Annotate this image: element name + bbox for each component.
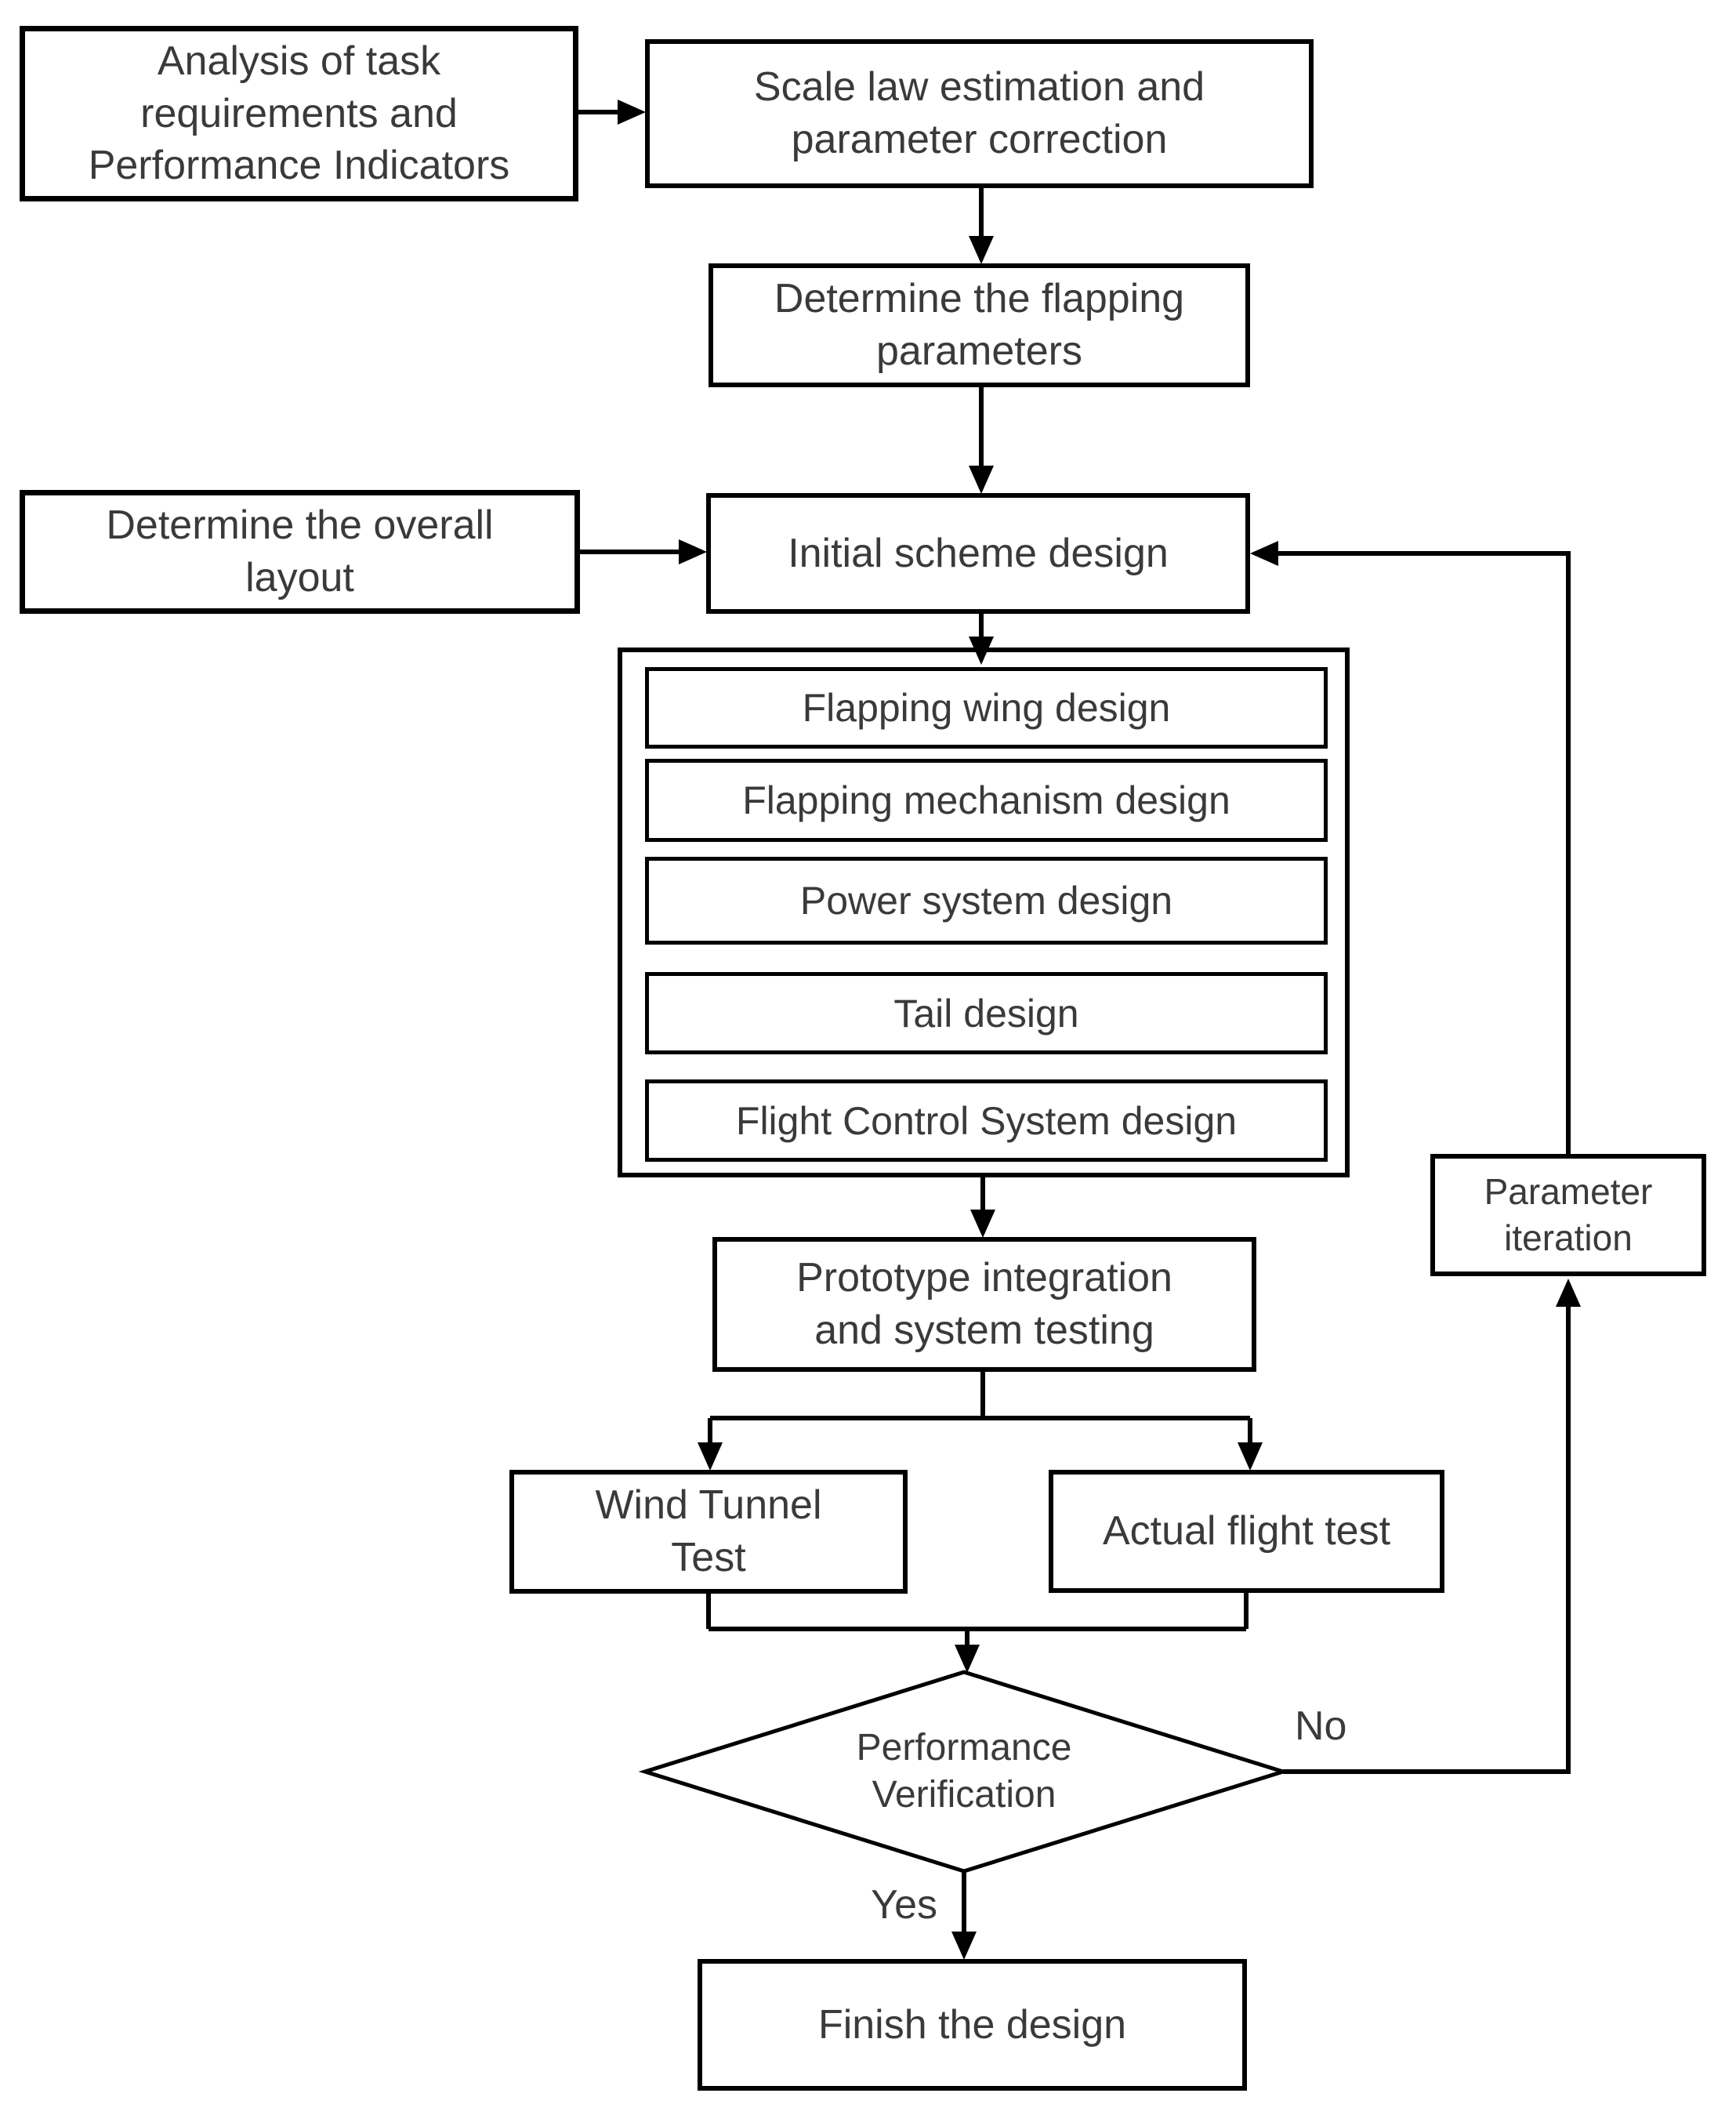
- node-flapping-mechanism-design-label: Flapping mechanism design: [742, 778, 1230, 822]
- node-flapping-wing-design: Flapping wing design: [645, 667, 1328, 749]
- node-initial-scheme-design-label: Initial scheme design: [788, 530, 1169, 576]
- node-prototype-integration: Prototype integration and system testing: [712, 1237, 1256, 1372]
- node-tail-design-label: Tail design: [893, 991, 1079, 1036]
- node-flight-control-system-design-label: Flight Control System design: [735, 1098, 1238, 1143]
- design-group-frame: [618, 648, 1350, 1177]
- node-parameter-iteration-label: Parameter iteration: [1484, 1171, 1653, 1258]
- node-initial-scheme-design: Initial scheme design: [706, 493, 1250, 614]
- node-power-system-design: Power system design: [645, 857, 1328, 945]
- node-flapping-mechanism-design: Flapping mechanism design: [645, 759, 1328, 842]
- node-determine-overall-layout-label: Determine the overall layout: [106, 502, 494, 600]
- decision-diamond: [638, 1670, 1290, 1874]
- node-parameter-iteration: Parameter iteration: [1430, 1154, 1706, 1276]
- connector-prototype-split-bar: [710, 1372, 1250, 1420]
- node-wind-tunnel-test: Wind Tunnel Test: [509, 1470, 908, 1594]
- node-tail-design: Tail design: [645, 972, 1328, 1054]
- node-determine-flapping-parameters: Determine the flapping parameters: [709, 263, 1250, 387]
- node-analysis-of-task-label: Analysis of task requirements and Perfor…: [88, 38, 510, 189]
- node-flight-control-system-design: Flight Control System design: [645, 1079, 1328, 1162]
- node-performance-verification-label: Performance Verification: [856, 1727, 1072, 1816]
- connector-tests-merge-bar: [706, 1593, 1249, 1631]
- node-wind-tunnel-test-label: Wind Tunnel Test: [595, 1482, 822, 1580]
- edge-label-yes: Yes: [871, 1882, 937, 1928]
- node-flapping-wing-design-label: Flapping wing design: [802, 686, 1171, 730]
- edge-label-no: No: [1295, 1703, 1347, 1749]
- node-determine-overall-layout: Determine the overall layout: [20, 490, 580, 614]
- node-finish-the-design: Finish the design: [698, 1959, 1247, 2091]
- node-power-system-design-label: Power system design: [799, 879, 1173, 923]
- node-scale-law-estimation-label: Scale law estimation and parameter corre…: [753, 64, 1205, 162]
- node-finish-the-design-label: Finish the design: [817, 2001, 1127, 2048]
- arrow-decision-no-to-parameter-iteration: [1283, 1279, 1581, 1774]
- node-scale-law-estimation: Scale law estimation and parameter corre…: [645, 39, 1314, 188]
- node-actual-flight-test-label: Actual flight test: [1102, 1508, 1391, 1554]
- node-analysis-of-task: Analysis of task requirements and Perfor…: [20, 26, 578, 201]
- node-determine-flapping-parameters-label: Determine the flapping parameters: [774, 276, 1185, 374]
- node-actual-flight-test: Actual flight test: [1049, 1470, 1444, 1593]
- node-prototype-integration-label: Prototype integration and system testing: [796, 1255, 1172, 1353]
- arrow-parameter-iteration-to-initial-scheme: [1250, 541, 1571, 1154]
